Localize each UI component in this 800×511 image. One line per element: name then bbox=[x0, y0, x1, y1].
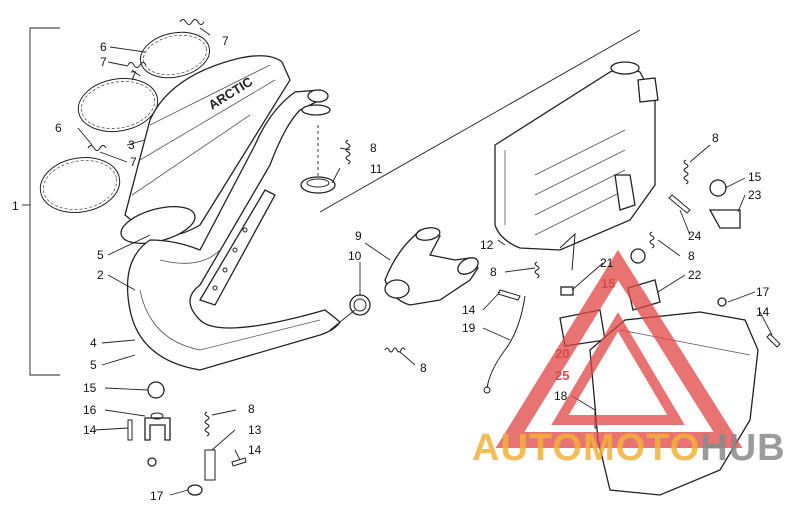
watermark-text: AUTOMOTOHUB bbox=[472, 427, 786, 469]
spring-top bbox=[179, 19, 205, 25]
callout-15c: 15 bbox=[601, 276, 615, 291]
callout-2: 2 bbox=[97, 268, 104, 282]
head-pipe bbox=[126, 89, 341, 371]
callout-6b: 6 bbox=[55, 121, 62, 135]
spring-silencer-right bbox=[683, 159, 689, 185]
mount-bracket-left bbox=[144, 412, 171, 441]
clamp-ring-upper bbox=[139, 31, 211, 79]
spring-silencer-lower bbox=[649, 231, 655, 249]
callout-8c: 8 bbox=[248, 402, 255, 416]
exhaust-manifold bbox=[384, 227, 479, 306]
bolt-14-right bbox=[497, 289, 521, 301]
callout-18: 18 bbox=[554, 389, 568, 403]
watermark-logo bbox=[495, 249, 743, 448]
callout-14c: 14 bbox=[462, 303, 476, 317]
callout-7a: 7 bbox=[222, 34, 229, 48]
bolt-24 bbox=[668, 194, 691, 214]
washer-center bbox=[560, 286, 574, 296]
callout-3: 3 bbox=[128, 138, 135, 152]
spring-lower-left bbox=[204, 411, 210, 437]
callout-8f: 8 bbox=[688, 249, 695, 263]
nut-17-right bbox=[717, 297, 727, 307]
spring-pipe-top bbox=[345, 139, 351, 165]
callout-8b: 8 bbox=[420, 361, 427, 375]
watermark-part-hub: HUB bbox=[700, 427, 785, 469]
clip-center bbox=[559, 232, 576, 271]
rubber-grommet-center bbox=[630, 248, 646, 264]
callout-8e: 8 bbox=[712, 131, 719, 145]
callout-5b: 5 bbox=[90, 358, 97, 372]
callout-21: 21 bbox=[600, 256, 614, 270]
callout-8d: 8 bbox=[490, 265, 497, 279]
callout-4: 4 bbox=[90, 336, 97, 350]
callout-15b: 15 bbox=[748, 170, 762, 184]
callout-1: 1 bbox=[12, 199, 19, 213]
callout-6a: 6 bbox=[100, 40, 107, 54]
callout-13: 13 bbox=[248, 423, 262, 437]
callout-5a: 5 bbox=[97, 248, 104, 262]
nut-left bbox=[147, 457, 157, 467]
callout-20: 20 bbox=[555, 346, 569, 361]
callout-12: 12 bbox=[480, 238, 494, 252]
callout-7d: 7 bbox=[130, 155, 137, 169]
watermark-part-moto: MOTO bbox=[583, 427, 700, 469]
callout-8a: 8 bbox=[370, 141, 377, 155]
callout-17b: 17 bbox=[756, 285, 770, 299]
clamp-ring-lower bbox=[39, 157, 121, 213]
clamp-ring-mid bbox=[77, 77, 159, 133]
leader-lines bbox=[77, 27, 773, 496]
bolt-14-far-right bbox=[766, 333, 781, 348]
callout-14a: 14 bbox=[83, 423, 97, 437]
callout-7b: 7 bbox=[100, 55, 107, 69]
bolt-lower-right bbox=[231, 457, 247, 467]
rubber-grommet-left bbox=[147, 381, 165, 399]
callout-14d: 14 bbox=[756, 305, 770, 319]
rubber-grommet-right bbox=[709, 179, 727, 197]
strap-lower bbox=[204, 449, 216, 481]
callout-9: 9 bbox=[355, 229, 362, 243]
callout-16: 16 bbox=[83, 403, 97, 417]
callout-14b: 14 bbox=[248, 443, 262, 457]
callout-10: 10 bbox=[348, 249, 362, 263]
spring-silencer-left bbox=[534, 261, 540, 279]
assembly-bracket bbox=[22, 27, 60, 376]
spring-lower bbox=[87, 145, 107, 151]
callout-22: 22 bbox=[688, 268, 702, 282]
seal-ring bbox=[300, 176, 336, 194]
callout-labels: 1 2 3 4 5 5 6 6 7 7 7 7 8 8 8 8 8 8 9 10… bbox=[12, 34, 770, 503]
bolt-left bbox=[127, 419, 133, 441]
silencer-box bbox=[494, 61, 659, 251]
callout-7c: 7 bbox=[130, 69, 137, 83]
callout-17a: 17 bbox=[150, 489, 164, 503]
callout-19: 19 bbox=[462, 321, 476, 335]
callout-25: 25 bbox=[555, 368, 569, 383]
heat-shield bbox=[589, 311, 759, 496]
gasket-ring bbox=[301, 104, 331, 116]
callout-11: 11 bbox=[370, 162, 383, 176]
muffler-body: ARCTIC bbox=[120, 55, 291, 244]
svg-text:AUTOMOTOHUB: AUTOMOTOHUB bbox=[472, 427, 786, 469]
callout-24: 24 bbox=[688, 229, 702, 243]
ground-strap bbox=[483, 295, 526, 394]
watermark-part-auto: AUTO bbox=[472, 427, 583, 469]
callout-23: 23 bbox=[748, 188, 762, 202]
bushing-lower bbox=[187, 484, 203, 496]
callout-15a: 15 bbox=[83, 381, 97, 395]
spring-mid bbox=[127, 62, 147, 68]
bracket-23 bbox=[708, 209, 741, 229]
spring-outlet bbox=[384, 347, 406, 353]
